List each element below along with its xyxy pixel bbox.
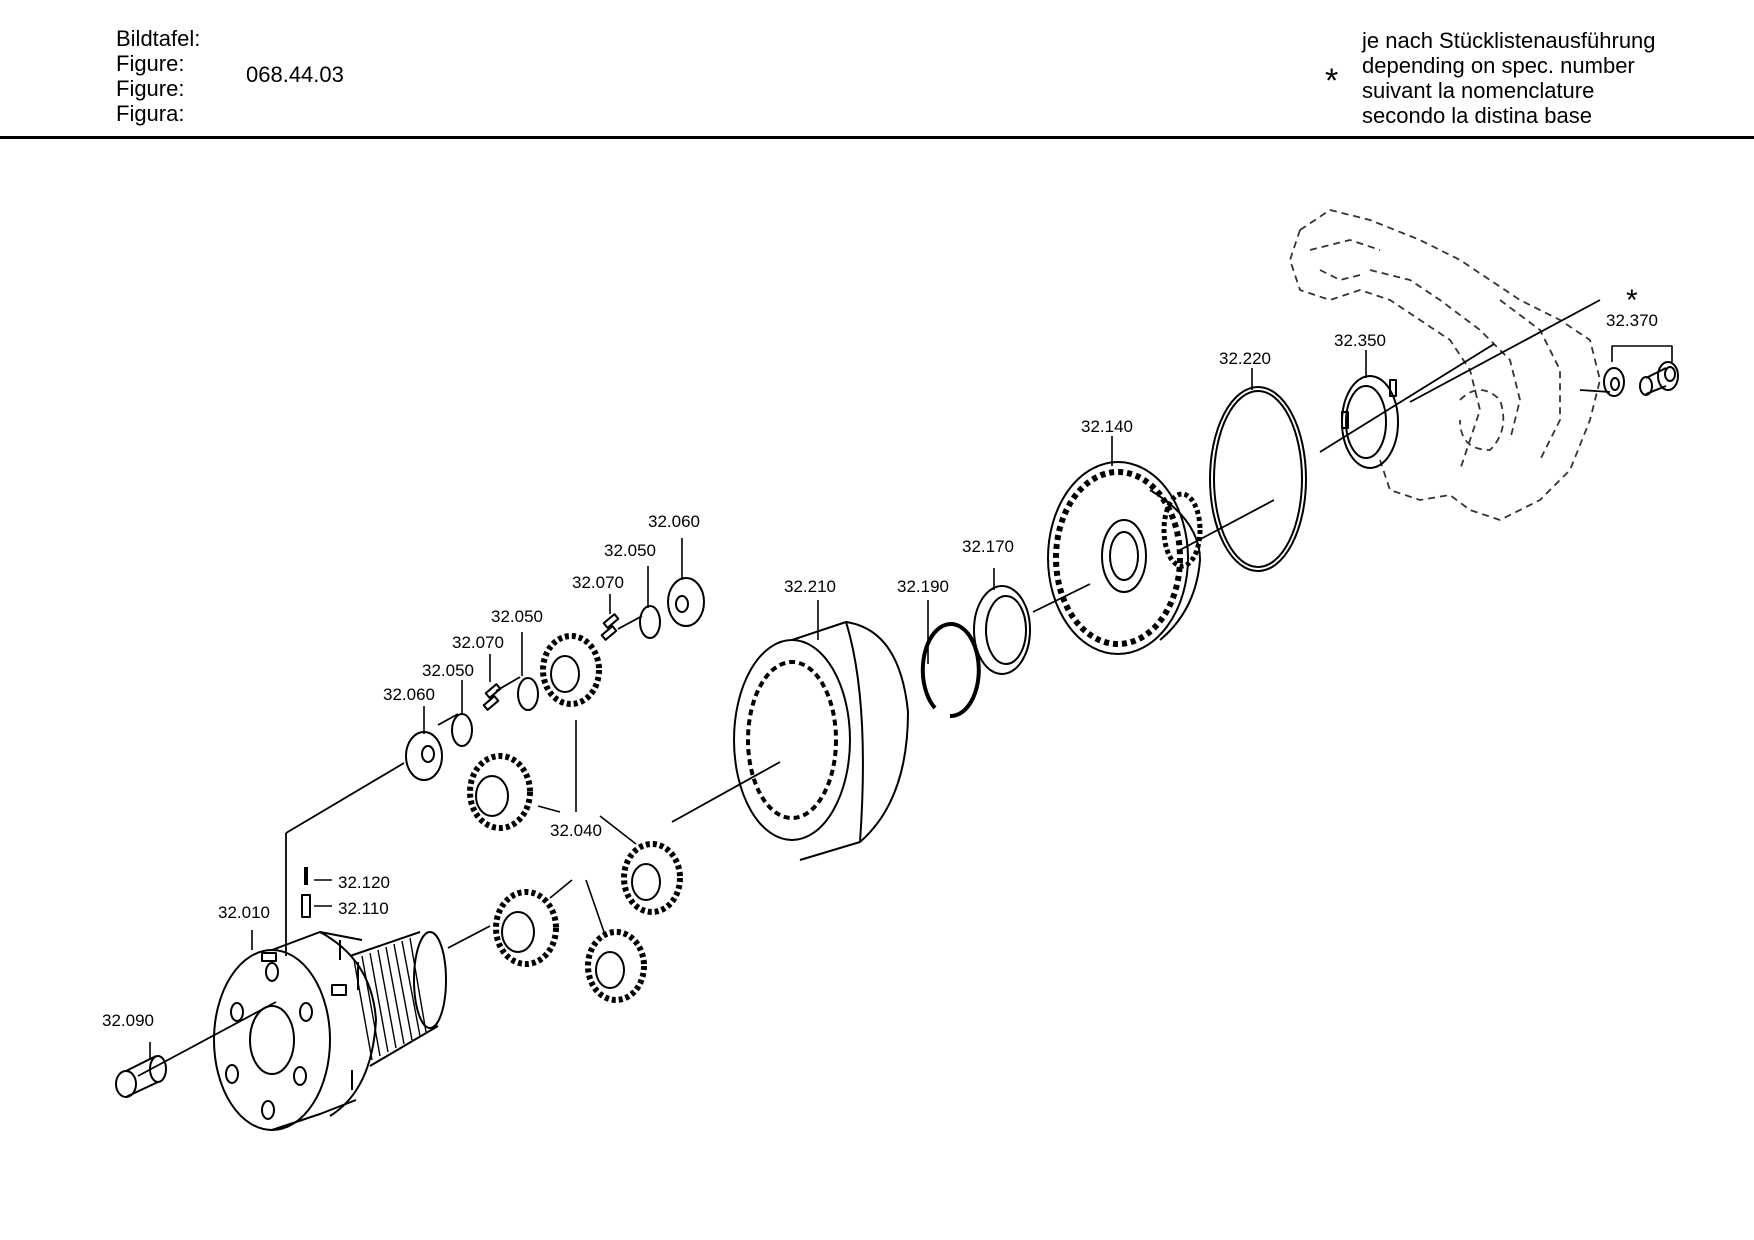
planet-gear-bottom (585, 929, 647, 1003)
note-line-de: je nach Stücklistenausführung (1362, 28, 1656, 53)
label-32040: 32.040 (550, 821, 602, 840)
note-asterisk: * (1325, 62, 1339, 100)
label-32370: 32.370 (1606, 311, 1658, 330)
header-divider (0, 136, 1754, 139)
label-32050-left: 32.050 (422, 661, 474, 680)
label-32350: 32.350 (1334, 331, 1386, 350)
label-figure-en: Figure: (116, 51, 185, 76)
part-32010-splined-shaft (349, 931, 447, 1067)
planet-gear-upper (467, 753, 533, 831)
part-32220-o-ring (1209, 386, 1307, 572)
label-32220: 32.220 (1219, 349, 1271, 368)
label-32070-left: 32.070 (452, 633, 504, 652)
housing-outline (1289, 209, 1601, 521)
label-32050-right: 32.050 (604, 541, 656, 560)
part-32190-snap-ring (920, 622, 981, 719)
part-32090-pin (115, 1055, 167, 1098)
part-32070-pin-left (482, 683, 502, 711)
assembly-axis-lines (137, 299, 1611, 1077)
figure-number: 068.44.03 (246, 62, 344, 87)
label-bildtafel: Bildtafel: (116, 26, 201, 51)
part-32070-pin-right (600, 613, 620, 641)
part-32060-washer-left (405, 731, 443, 781)
part-32050-ring-mid (517, 677, 539, 711)
part-32370-washer (1603, 367, 1625, 397)
note-line-fr: suivant la nomenclature (1362, 78, 1595, 103)
label-32210: 32.210 (784, 577, 836, 596)
label-figura: Figura: (116, 101, 185, 126)
part-32050-ring-right (639, 605, 661, 639)
label-32010: 32.010 (218, 903, 270, 922)
leader-lines (149, 345, 1673, 1060)
label-32050-mid: 32.050 (491, 607, 543, 626)
label-32060-left: 32.060 (383, 685, 435, 704)
note-line-it: secondo la distina base (1362, 103, 1592, 128)
label-32140: 32.140 (1081, 417, 1133, 436)
note-line-en: depending on spec. number (1362, 53, 1635, 78)
label-32170: 32.170 (962, 537, 1014, 556)
label-32120: 32.120 (338, 873, 390, 892)
part-32370-plug (1639, 361, 1679, 396)
label-32370-asterisk: * (1626, 284, 1638, 317)
part-32170-bearing-ring (973, 585, 1031, 675)
part-32210-ring-gear (733, 621, 909, 861)
spec-note: je nach Stücklistenausführung depending … (1362, 28, 1656, 128)
part-32010-planet-carrier (213, 931, 377, 1131)
label-32060-right: 32.060 (648, 512, 700, 531)
figure-labels: Bildtafel: Figure: Figure: Figura: (116, 26, 200, 126)
label-figure-fr: Figure: (116, 76, 185, 101)
label-32190: 32.190 (897, 577, 949, 596)
part-32140-gear (1047, 461, 1203, 655)
part-32050-ring-left (451, 713, 473, 747)
planet-gear-lower (493, 889, 559, 967)
label-32070-right: 32.070 (572, 573, 624, 592)
planet-gear-mid (540, 633, 602, 707)
part-32060-washer-right (667, 577, 705, 627)
part-32350-lock-ring (1341, 375, 1399, 469)
label-32090: 32.090 (102, 1011, 154, 1030)
planet-gear-right (621, 841, 683, 915)
label-32110: 32.110 (338, 899, 389, 918)
part-32110-sleeve (301, 894, 311, 918)
